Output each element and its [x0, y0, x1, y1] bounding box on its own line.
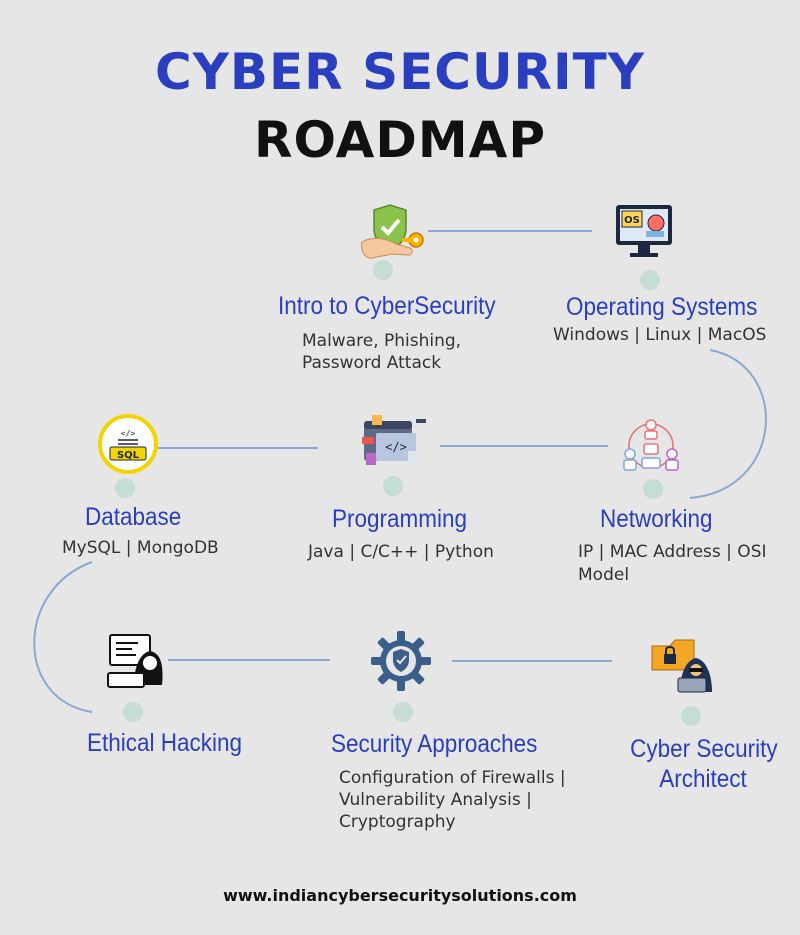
step-dot-hacking: [123, 702, 143, 722]
approaches-desc-line-1: Configuration of Firewalls |: [339, 768, 566, 788]
hacking-title: Ethical Hacking: [87, 729, 243, 757]
programming-desc: Java | C/C++ | Python: [308, 542, 494, 562]
step-dot-approaches: [393, 702, 413, 722]
connector-database-hacking: [33, 561, 93, 713]
sql-database-icon: </> SQL: [98, 414, 158, 474]
programming-title: Programming: [332, 505, 468, 533]
step-dot-database: [115, 478, 135, 498]
os-title: Operating Systems: [566, 293, 758, 321]
database-tag-text: </>: [121, 429, 136, 438]
intro-desc-line-1: Malware, Phishing,: [302, 331, 462, 351]
title-line-1: CYBER SECURITY: [155, 43, 645, 101]
os-desc: Windows | Linux | MacOS: [553, 325, 767, 345]
shield-key-icon: [361, 204, 424, 259]
approaches-desc-line-2: Vulnerability Analysis |: [339, 790, 532, 810]
connector-os-networking: [689, 349, 767, 499]
approaches-title: Security Approaches: [331, 730, 538, 758]
intro-desc-line-2: Password Attack: [302, 353, 442, 373]
code-window-icon: </>: [362, 415, 426, 465]
step-dot-programming: [383, 476, 403, 496]
networking-desc-line-2: Model: [578, 565, 630, 585]
title-line-2: ROADMAP: [254, 111, 546, 169]
hacker-laptop-icon: [107, 634, 163, 688]
gear-shield-icon: [371, 631, 431, 691]
programming-tag-text: </>: [385, 440, 407, 454]
database-title: Database: [85, 503, 182, 531]
os-badge-text: OS: [624, 215, 640, 226]
step-dot-os: [640, 270, 660, 290]
footer-url: www.indiancybersecuritysolutions.com: [223, 886, 577, 905]
networking-title: Networking: [600, 505, 713, 533]
step-dot-networking: [643, 479, 663, 499]
network-people-icon: [623, 419, 679, 471]
architect-title-line-2: Architect: [659, 765, 747, 793]
approaches-desc-line-3: Cryptography: [339, 812, 456, 832]
step-dot-intro: [373, 260, 393, 280]
folder-lock-hacker-icon: [651, 639, 712, 693]
architect-title-line-1: Cyber Security: [630, 735, 778, 763]
step-dot-architect: [681, 706, 701, 726]
database-desc: MySQL | MongoDB: [62, 538, 219, 558]
database-badge-text: SQL: [117, 450, 140, 461]
monitor-os-icon: OS: [616, 205, 672, 257]
intro-title: Intro to CyberSecurity: [278, 292, 496, 320]
networking-desc-line-1: IP | MAC Address | OSI: [578, 542, 767, 562]
